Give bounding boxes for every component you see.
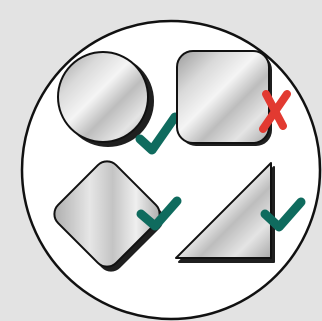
check-mark-icon [136,196,182,231]
rotated-square-shape-icon [53,160,164,272]
cross-mark-icon [259,90,291,133]
round-shape-icon [57,51,154,147]
triangle-shape-icon [175,162,275,263]
container-circle [20,19,322,321]
check-mark-icon [135,112,180,155]
rounded-square-shape-icon [176,50,272,146]
check-mark-icon [260,197,306,232]
